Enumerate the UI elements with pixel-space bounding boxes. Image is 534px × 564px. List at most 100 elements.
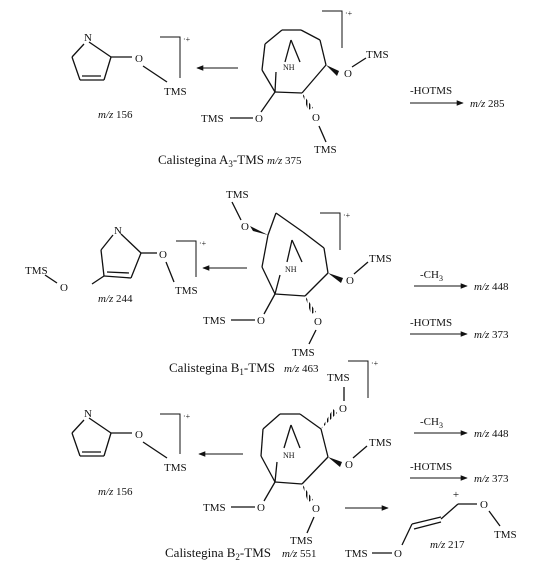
wedge-bond (326, 65, 339, 76)
bond (88, 41, 112, 58)
bond (231, 201, 242, 221)
hashed-bond (321, 409, 337, 429)
tms-label: TMS (314, 144, 337, 156)
bond (308, 329, 317, 345)
tms-label: TMS (366, 49, 389, 61)
parent-mz-b1: m/z 463 (284, 363, 319, 375)
radical-cation-label: ·+ (199, 239, 207, 248)
bond (274, 461, 278, 483)
bracket (320, 212, 341, 250)
bond (291, 239, 303, 263)
compound-label-a3: Calistegina A3-TMS (158, 152, 264, 169)
tms-label: TMS (203, 502, 226, 514)
loss-label-hotms: -HOTMS (410, 85, 452, 97)
bond (165, 261, 175, 283)
bond (300, 29, 321, 41)
bond (275, 212, 304, 233)
parent-mz-b2: m/z 551 (282, 548, 317, 560)
bond (71, 56, 81, 81)
bond (260, 91, 276, 113)
bond (323, 247, 329, 274)
tms-label: TMS (292, 347, 315, 359)
bond (260, 428, 264, 457)
hashed-bond (302, 484, 313, 502)
bond (413, 521, 442, 530)
bond (142, 65, 168, 83)
tms-label: TMS (25, 265, 48, 277)
tms-label: TMS (203, 315, 226, 327)
bracket (160, 36, 181, 78)
tms-label: TMS (290, 535, 313, 547)
radical-cation-label: ·+ (343, 211, 351, 220)
bond (274, 481, 303, 485)
bond (488, 510, 501, 527)
atom-o: O (257, 502, 265, 514)
loss-mz-448: m/z 448 (474, 281, 509, 293)
bond (71, 432, 81, 457)
atom-nh: NH (285, 265, 297, 274)
bond (71, 43, 85, 58)
atom-n: N (84, 32, 92, 44)
atom-o: O (257, 315, 265, 327)
atom-o: O (339, 403, 347, 415)
tms-label: TMS (201, 113, 224, 125)
loss-label-ch3: -CH3 (420, 269, 443, 283)
bond (263, 481, 276, 502)
atom-o: O (312, 503, 320, 515)
bond (106, 271, 130, 274)
bond (261, 43, 266, 71)
section-a3: N O TMS ·+ m/z 156 NH O TMS (71, 9, 505, 169)
parent-mz-a3: m/z 375 (267, 155, 302, 167)
bond (352, 445, 368, 459)
atom-o: O (344, 68, 352, 80)
tms-label: TMS (494, 529, 517, 541)
compound-label-b1: Calistegina B1-TMS (169, 360, 275, 377)
bond (440, 503, 459, 520)
bracket (322, 10, 343, 48)
bond (318, 125, 327, 143)
atom-o: O (255, 113, 263, 125)
bond (260, 455, 276, 483)
loss-label-ch3: -CH3 (420, 416, 443, 430)
bond (44, 274, 58, 284)
radical-cation-label: ·+ (183, 412, 191, 421)
bond (302, 231, 325, 249)
atom-o: O (135, 429, 143, 441)
fragment-structure-a3: N O TMS (71, 32, 187, 98)
atom-o: O (241, 221, 249, 233)
atom-o: O (312, 112, 320, 124)
bond (261, 234, 269, 268)
atom-o: O (135, 53, 143, 65)
bond (304, 272, 329, 297)
bond (320, 428, 329, 458)
radical-cation-label: ·+ (183, 35, 191, 44)
bond (120, 233, 142, 254)
bond (290, 424, 301, 449)
parent-structure-a3: NH O TMS O TMS O TMS (201, 29, 389, 156)
atom-o: O (314, 316, 322, 328)
bond (284, 39, 292, 63)
fragment-mz-a3: m/z 156 (98, 109, 133, 121)
loss-label-hotms: -HOTMS (410, 317, 452, 329)
bond (103, 275, 132, 279)
plus-charge: + (453, 489, 459, 501)
loss-mz-373: m/z 373 (474, 329, 509, 341)
fragment-mz-217: m/z 217 (430, 539, 465, 551)
bond (319, 39, 327, 66)
parent-structure-b1: NH O TMS O TMS O TMS O TMS (203, 189, 392, 359)
bond (299, 413, 322, 430)
fragment-structure-217: TMS O + O TMS (345, 489, 517, 560)
atom-o: O (60, 282, 68, 294)
atom-n: N (114, 225, 122, 237)
bond (264, 29, 283, 45)
bond (301, 64, 327, 94)
bond (283, 424, 292, 449)
atom-nh: NH (283, 63, 295, 72)
bond (130, 252, 142, 279)
bond (401, 523, 413, 546)
bond (100, 234, 114, 251)
loss-mz-373: m/z 373 (474, 473, 509, 485)
atom-o: O (346, 275, 354, 287)
bond (103, 56, 112, 81)
